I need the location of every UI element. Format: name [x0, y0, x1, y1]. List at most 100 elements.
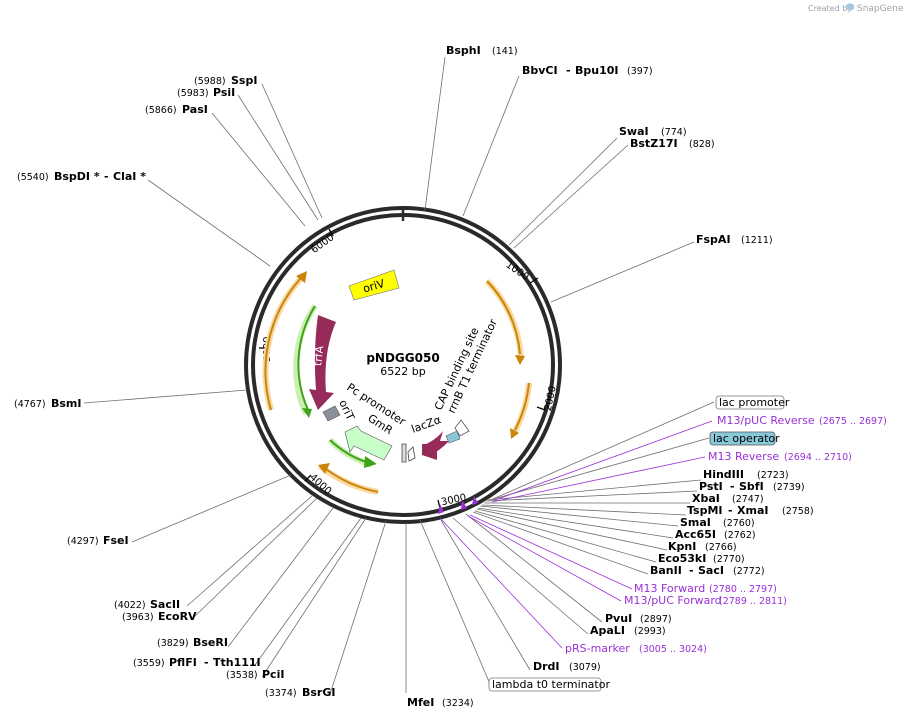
trfa-feature: trfA — [309, 315, 336, 410]
oriv-label: oriV — [361, 277, 386, 296]
green-arrow-left — [293, 304, 318, 418]
enzyme-ecorv: (3963) EcoRV — [122, 610, 197, 623]
enzyme-pos: (5540) — [17, 172, 49, 183]
enzyme-sep: - — [728, 504, 733, 517]
enzyme-pvui: PvuI (2897) — [605, 612, 672, 625]
tick-label-2000: 2000 — [543, 385, 559, 412]
orf-arrow-left — [262, 271, 307, 411]
tick-label-3000: 3000 — [440, 492, 467, 508]
primer-leader-lines — [438, 420, 713, 649]
enzyme-pos: (141) — [492, 46, 518, 57]
enzyme-tspmi: TspMI - XmaI (2758) — [687, 504, 814, 517]
enzyme-name: PflFI — [169, 656, 197, 669]
enzyme-pos: (2762) — [724, 530, 756, 541]
enzyme-pos: (3829) — [157, 638, 189, 649]
enzyme-name: PciI — [262, 668, 284, 681]
enzyme-swai: SwaI (774) — [619, 125, 687, 138]
enzyme-pos: (2760) — [723, 518, 755, 529]
enzyme-sep: - — [566, 64, 571, 77]
primer-pos: (2780 .. 2797) — [709, 584, 777, 595]
enzyme-psii: (5983) PsiI — [177, 86, 235, 99]
enzyme-pos: (3538) — [226, 670, 258, 681]
enzyme-pos: (2897) — [640, 614, 672, 625]
plasmid-name: pNDGG050 — [366, 351, 439, 365]
enzyme-sspi: (5988) SspI — [194, 74, 257, 87]
enzyme-mfei: MfeI (3234) — [407, 696, 474, 709]
enzyme-name: SmaI — [680, 516, 711, 529]
enzyme-pos: (3234) — [442, 698, 474, 709]
gmr-feature — [344, 425, 393, 461]
enzyme-bsrgi: (3374) BsrGI — [265, 686, 335, 699]
enzyme-pos: (5983) — [177, 88, 209, 99]
primer-name: M13 Reverse — [708, 450, 779, 463]
enzyme-psti: PstI - SbfI (2739) — [699, 480, 805, 493]
enzyme-pos: (1211) — [741, 235, 773, 246]
enzyme-pos: (3963) — [122, 612, 154, 623]
enzyme-pos: (2766) — [705, 542, 737, 553]
enzyme-name: BsmI — [51, 397, 82, 410]
trfa-label: trfA — [311, 345, 326, 367]
cap-binding-feature — [454, 419, 470, 437]
enzyme-name: PstI — [699, 480, 723, 493]
ort-label: oriT — [336, 398, 357, 423]
enzyme-bseri: (3829) BseRI — [157, 636, 228, 649]
lac-promoter-feature-label: lac promoter — [715, 395, 790, 410]
plasmid-length: 6522 bp — [380, 365, 425, 378]
primer-name: M13/pUC Forward — [624, 594, 722, 607]
enzyme-pos: (3559) — [133, 658, 165, 669]
enzyme-pos: (2770) — [713, 554, 745, 565]
enzyme-hindiii: HindIII (2723) — [703, 468, 789, 481]
primer-name: M13/pUC Reverse — [717, 414, 815, 427]
enzyme-name: SwaI — [619, 125, 649, 138]
enzyme-pos: (2747) — [732, 494, 764, 505]
lambda-t0-feature-label: lambda t0 terminator — [488, 677, 610, 692]
enzyme-bstz17i: BstZ17I (828) — [630, 137, 715, 150]
lac-operator-small-feature — [445, 430, 461, 444]
enzyme-leader-lines — [83, 56, 715, 695]
primer-m13-reverse: M13 Reverse (2694 .. 2710) — [708, 450, 852, 463]
enzyme-name: HindIII — [703, 468, 744, 481]
enzyme-name2: ClaI * — [113, 170, 146, 183]
enzyme-name2: SbfI — [739, 480, 764, 493]
enzyme-pos: (4022) — [114, 600, 146, 611]
primer-pos: (3005 .. 3024) — [639, 644, 707, 655]
primer-prs-marker: pRS-marker (3005 .. 3024) — [565, 642, 707, 655]
enzyme-name: BstZ17I — [630, 137, 678, 150]
enzyme-pos: (774) — [661, 127, 687, 138]
orf-arrow-bottom-left — [318, 463, 379, 495]
snapgene-logo-icon — [846, 3, 854, 11]
enzyme-name: Acc65I — [675, 528, 716, 541]
lacza-feature — [422, 431, 449, 460]
primer-name: M13 Forward — [634, 582, 705, 595]
primer-name: pRS-marker — [565, 642, 630, 655]
enzyme-name2: XmaI — [737, 504, 768, 517]
enzyme-bsmi: (4767) BsmI — [14, 397, 82, 410]
enzyme-name: SspI — [231, 74, 257, 87]
backbone — [244, 206, 562, 524]
rrnb-terminator-feature — [401, 443, 416, 463]
enzyme-xbai: XbaI (2747) — [692, 492, 764, 505]
orf-arrow-right-bottom — [510, 382, 532, 439]
enzyme-acc65i: Acc65I (2762) — [675, 528, 756, 541]
primer-pos: (2789 .. 2811) — [719, 596, 787, 607]
enzyme-name: PasI — [182, 103, 208, 116]
enzyme-name: BanII — [650, 564, 682, 577]
credit-prefix: Created by — [808, 4, 852, 13]
enzyme-pos: (2772) — [733, 566, 765, 577]
enzyme-sep: - — [730, 480, 735, 493]
enzyme-bbvci: BbvCI - Bpu10I (397) — [522, 64, 653, 77]
enzyme-smai: SmaI (2760) — [680, 516, 755, 529]
enzyme-name: Eco53kI — [658, 552, 706, 565]
enzyme-name: ApaLI — [590, 624, 625, 637]
enzyme-pasi: (5866) PasI — [145, 103, 208, 116]
enzyme-name: BbvCI — [522, 64, 558, 77]
credit-brand: SnapGene — [857, 4, 904, 14]
enzyme-bsphi: BsphI (141) — [446, 44, 518, 57]
tick-label-1000: 1000 — [504, 259, 531, 283]
enzyme-pos: (397) — [627, 66, 653, 77]
lambda-t0-label: lambda t0 terminator — [492, 678, 610, 691]
enzyme-name: TspMI — [687, 504, 723, 517]
primer-pos: (2675 .. 2697) — [819, 416, 887, 427]
green-arrow-bottom — [327, 437, 377, 468]
primer-m13-forward: M13 Forward (2780 .. 2797) — [634, 582, 777, 595]
